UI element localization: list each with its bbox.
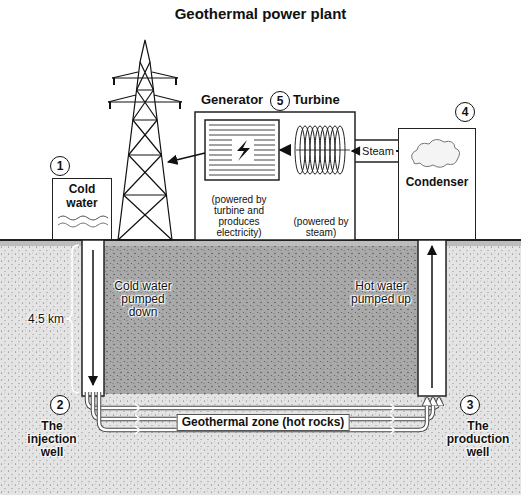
water-wave [58,223,108,227]
node-text: 1 [57,159,64,173]
flow-connector [280,149,290,151]
part-heading: Generator [198,92,280,107]
winding-line [209,130,275,131]
geothermal-flow [87,392,439,434]
pylon-lattice [124,155,167,195]
electricity-symbol [237,140,250,161]
winding-line [209,170,275,171]
turbine-blades [295,126,350,174]
flow-chevron [390,426,395,434]
node-text: 5 [277,94,284,108]
callout-number: 4 [455,102,475,122]
node-text: Condenser [406,175,469,189]
dimension-label: 4.5 km [14,313,64,326]
flow-chevron [390,404,395,412]
turbine: Turbine (powered by steam) [290,92,352,238]
flow-outline [99,392,427,430]
pylon-lattice [133,90,157,120]
part-label: The injection well [20,420,84,459]
insulator [110,78,180,109]
generator-casing [205,120,279,180]
generator-core [232,138,254,162]
part-description: (powered by turbine and produces electri… [198,194,280,238]
node-text: 4 [462,105,469,119]
injection-pipe [82,240,104,396]
ground [0,240,521,495]
generator-windings [209,125,275,175]
node-text: 3 [467,398,474,412]
water-wave [58,216,108,220]
flow-arrow [431,246,433,388]
condenser-body [398,128,476,240]
flow-chevron [135,404,140,412]
part-heading: Turbine [290,92,352,107]
turbine-blade [335,126,345,174]
steam-cloud [412,139,460,167]
depth-brace [66,245,79,393]
flow-label: Hot water pumped up [350,280,412,306]
pylon-lattice [129,120,162,155]
callout-number: 5 [270,91,290,111]
turbine-shaft [296,150,350,151]
node-text: 2 [57,398,64,412]
node-text: Cold water [53,182,111,210]
rock-region [104,246,418,394]
pylon-lattice [137,62,154,90]
flow-chevron [135,415,140,423]
power-line-arrow [168,153,205,162]
flow-chevron [135,426,140,434]
production-pipe [418,240,446,396]
condenser: Condenser [398,128,476,240]
callout-number: 2 [50,395,70,415]
pylon [108,40,182,240]
flow-arrow [92,250,94,385]
water-tank: Cold water [52,178,112,240]
part-description: (powered by steam) [290,216,352,238]
diagram-title: Geothermal power plant [0,5,521,22]
pylon-legs [118,40,172,240]
winding-line [209,175,275,176]
plant-housing [195,112,355,240]
generator: Generator (powered by turbine and produce… [198,92,280,238]
steam-pipe [355,161,398,163]
flow-outline [87,392,439,408]
pylon-arm [112,77,178,78]
winding-line [209,135,275,136]
connector-label: Steam [360,145,396,158]
callout-number: 3 [460,395,480,415]
pylon-lattice [118,195,172,240]
pylon-brace [108,72,182,102]
winding-line [209,125,275,126]
flow-line [99,392,427,430]
winding-line [209,165,275,166]
part-label: The production well [440,420,516,459]
flow-chevron [390,415,395,423]
callout-number: 1 [50,156,70,176]
flow-line [87,392,439,408]
steam-pipe [355,139,398,141]
flow-label: Cold water pumped down [112,280,174,319]
zone-label: Geothermal zone (hot rocks) [177,414,350,431]
